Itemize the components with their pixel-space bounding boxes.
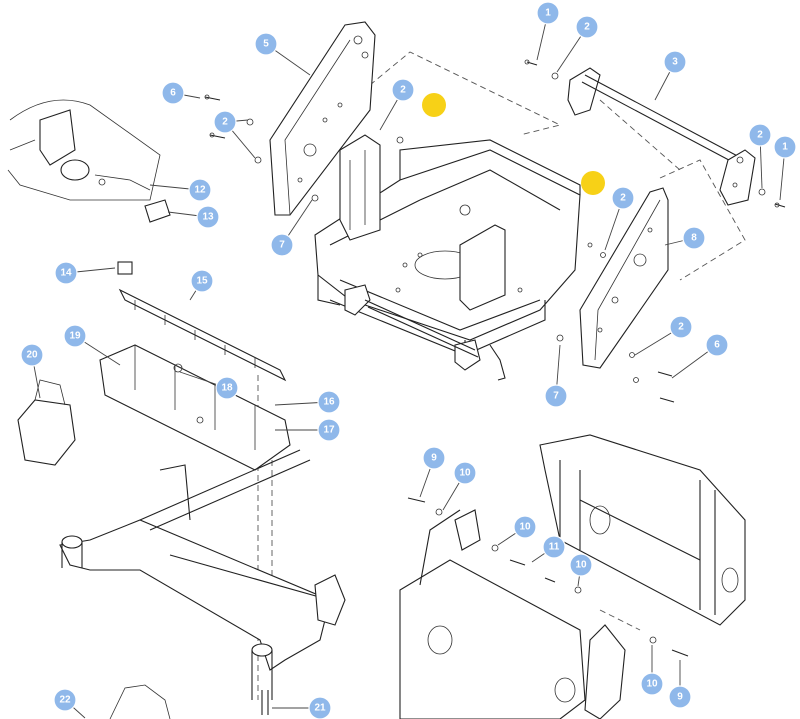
callout-17[interactable]: 17 xyxy=(317,418,341,442)
callout-label: 14 xyxy=(60,268,72,279)
callout-15[interactable]: 15 xyxy=(190,269,214,293)
callout-9[interactable]: 9 xyxy=(422,446,446,470)
left-side-plate xyxy=(269,21,376,216)
callout-5[interactable]: 5 xyxy=(254,32,278,56)
callout-label: 19 xyxy=(69,331,81,342)
callout-label: 10 xyxy=(519,522,531,533)
callout-label: 6 xyxy=(170,88,176,99)
callout-label: 9 xyxy=(677,692,683,703)
callout-6[interactable]: 6 xyxy=(161,81,185,105)
callout-10[interactable]: 10 xyxy=(569,553,593,577)
callout-label: 2 xyxy=(584,22,590,33)
callout-layer: 1 2 3 5 2 6 2 2 1 2 8 12 13 7 14 15 19 2… xyxy=(20,1,797,719)
callout-label: 7 xyxy=(553,391,559,402)
callout-label: 11 xyxy=(549,542,560,553)
lower-right-assembly xyxy=(399,434,746,719)
fasteners xyxy=(204,59,786,403)
callout-label: 10 xyxy=(646,679,658,690)
callout-10[interactable]: 10 xyxy=(513,515,537,539)
callout-2[interactable]: 2 xyxy=(669,315,693,339)
callout-label: 10 xyxy=(459,468,471,479)
callout-label: 2 xyxy=(222,117,228,128)
callout-label: 22 xyxy=(59,695,71,706)
callout-1[interactable]: 1 xyxy=(536,1,560,25)
callout-label: 12 xyxy=(194,185,206,196)
callout-2[interactable]: 2 xyxy=(391,78,415,102)
callout-20[interactable]: 20 xyxy=(20,343,44,367)
callout-2[interactable]: 2 xyxy=(213,110,237,134)
callout-label: 16 xyxy=(323,397,335,408)
highlight-marker xyxy=(422,93,446,117)
callout-2[interactable]: 2 xyxy=(575,15,599,39)
callout-13[interactable]: 13 xyxy=(196,205,220,229)
callout-label: 17 xyxy=(323,425,335,436)
callout-2[interactable]: 2 xyxy=(748,123,772,147)
callout-14[interactable]: 14 xyxy=(54,261,78,285)
callout-label: 1 xyxy=(545,8,551,19)
callout-label: 2 xyxy=(400,85,406,96)
callout-7[interactable]: 7 xyxy=(270,233,294,257)
right-side-plate xyxy=(579,187,669,369)
callout-9[interactable]: 9 xyxy=(668,685,692,709)
callout-1[interactable]: 1 xyxy=(773,135,797,159)
callout-2[interactable]: 2 xyxy=(611,186,635,210)
callout-22[interactable]: 22 xyxy=(53,688,77,712)
callout-label: 2 xyxy=(620,193,626,204)
bracket-assembly xyxy=(17,261,291,471)
callout-label: 18 xyxy=(221,383,233,394)
callout-3[interactable]: 3 xyxy=(663,50,687,74)
callout-label: 10 xyxy=(575,560,587,571)
callout-7[interactable]: 7 xyxy=(544,384,568,408)
callout-16[interactable]: 16 xyxy=(317,390,341,414)
center-frame xyxy=(314,134,581,381)
callout-label: 3 xyxy=(672,57,678,68)
callout-10[interactable]: 10 xyxy=(640,672,664,696)
detail-inset xyxy=(7,99,171,223)
callout-18[interactable]: 18 xyxy=(215,376,239,400)
callout-19[interactable]: 19 xyxy=(63,324,87,348)
lower-left-frame xyxy=(59,449,346,719)
callout-6[interactable]: 6 xyxy=(705,333,729,357)
callout-10[interactable]: 10 xyxy=(453,461,477,485)
highlight-marker xyxy=(581,171,605,195)
callout-label: 13 xyxy=(202,212,214,223)
callout-label: 5 xyxy=(263,39,269,50)
callout-21[interactable]: 21 xyxy=(308,696,332,719)
callout-label: 21 xyxy=(314,703,326,714)
callout-label: 7 xyxy=(279,240,285,251)
callout-label: 15 xyxy=(196,276,208,287)
callout-label: 8 xyxy=(691,233,697,244)
callout-11[interactable]: 11 xyxy=(542,535,566,559)
callout-label: 2 xyxy=(678,322,684,333)
callout-label: 2 xyxy=(757,130,763,141)
highlight-markers xyxy=(422,93,605,195)
cross-bar xyxy=(567,67,756,206)
callout-label: 9 xyxy=(431,453,437,464)
callout-label: 6 xyxy=(714,340,720,351)
callout-label: 1 xyxy=(782,142,788,153)
callout-8[interactable]: 8 xyxy=(682,226,706,250)
callout-12[interactable]: 12 xyxy=(188,178,212,202)
callout-label: 20 xyxy=(26,350,38,361)
